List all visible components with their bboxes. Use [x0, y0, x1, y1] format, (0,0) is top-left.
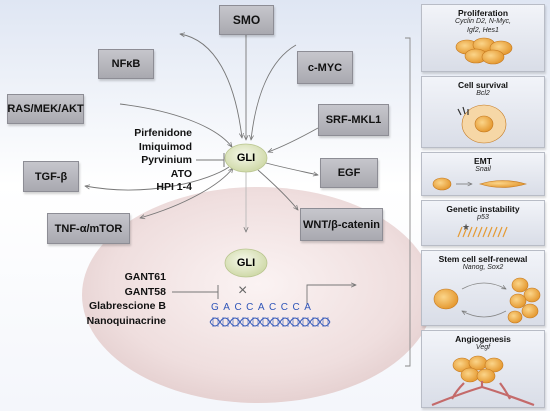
ras-mek-akt-box: RAS/MEK/AKT — [7, 94, 84, 124]
smo-box: SMO — [219, 5, 274, 35]
outcome-title: Proliferation — [457, 8, 509, 18]
arrow-nfkb-gli — [180, 34, 242, 138]
upstream-inhibitor-item: HPI 1-4 — [156, 181, 192, 193]
arrow-ras-gli — [119, 103, 232, 147]
outcome-genes: Vegf — [475, 344, 491, 351]
proliferation-cells-illustration — [455, 37, 513, 65]
upstream-inhibitor-item: Pyrvinium — [141, 154, 192, 166]
inhibition-cross: × — [238, 282, 248, 299]
wnt-catenin-box: WNT/β-catenin — [300, 208, 383, 241]
tgfb-box: TGF-β — [23, 161, 79, 192]
outcome-title: Angiogenesis — [455, 334, 511, 344]
cell-survival-illustration — [457, 104, 507, 143]
emt-illustration — [432, 177, 528, 190]
outcome-genes: Cyclin D2, N-Myc, — [454, 18, 511, 25]
outcome-title: Genetic instability — [446, 204, 520, 214]
outcome-panel-stem-cell-self-renewal: Stem cell self-renewal Nanog, Sox2 — [421, 250, 545, 326]
egf-box: EGF — [320, 158, 378, 188]
gli-nucleus-node — [224, 248, 268, 278]
angiogenesis-illustration — [431, 355, 535, 406]
upstream-inhibitor-item: ATO — [170, 167, 192, 180]
genetic-instability-illustration: ★ — [457, 223, 508, 237]
upstream-inhibitor-list: Pirfenidone Imiquimod Pyrvinium ATO HPI … — [92, 127, 192, 195]
outcome-genes: Snail — [475, 166, 491, 173]
outcome-genes: p53 — [477, 214, 489, 221]
nuclear-inhibitor-item: Glabrescione B — [88, 300, 166, 312]
gli-nucleus-label: GLI — [236, 257, 256, 269]
nfkb-box: NFκB — [98, 49, 154, 79]
gli-cytoplasm-node — [224, 143, 268, 173]
arrow-egf-gli — [265, 162, 318, 175]
tnf-mtor-box: TNF-α/mTOR — [47, 213, 130, 244]
outcome-genes: Bcl2 — [476, 90, 490, 97]
upstream-inhibitor-item: Imiquimod — [138, 140, 192, 153]
outcome-title: Cell survival — [457, 80, 509, 90]
transcription-arrow — [306, 285, 356, 305]
outcome-panel-emt: EMT Snail — [421, 152, 545, 196]
upstream-inhibition-line — [196, 153, 225, 167]
outcome-title: EMT — [474, 156, 492, 166]
nuclear-inhibitor-list: GANT61 GANT58 Glabrescione B Nanoquinacr… — [66, 270, 166, 328]
nuclear-inhibitor-item: GANT61 — [124, 271, 166, 283]
nuclear-inhibition-line — [172, 285, 219, 299]
nuclear-inhibitor-item: GANT58 — [124, 285, 166, 298]
svg-text:★: ★ — [462, 223, 470, 233]
outcome-title: Stem cell self-renewal — [438, 254, 528, 264]
outcome-panel-angiogenesis: Angiogenesis Vegf — [421, 330, 545, 408]
arrow-cmyc-gli — [251, 44, 297, 140]
srf-mkl1-box: SRF-MKL1 — [318, 104, 389, 136]
nuclear-inhibitor-item: Nanoquinacrine — [86, 314, 166, 327]
outcome-genes: Nanog, Sox2 — [462, 264, 504, 271]
stem-cell-illustration — [433, 277, 541, 323]
upstream-inhibitor-item: Pirfenidone — [134, 127, 192, 139]
cmyc-box: c-MYC — [297, 51, 353, 84]
outcome-bracket — [405, 37, 411, 367]
outcome-panel-genetic-instability: Genetic instability p53 ★ — [421, 200, 545, 246]
outcome-panel-proliferation: Proliferation Cyclin D2, N-Myc, Igf2, He… — [421, 4, 545, 72]
dna-helix — [209, 317, 331, 327]
nucleus — [82, 187, 434, 403]
arrow-gli-wnt — [257, 169, 298, 210]
dna-sequence: GACCACCCA — [211, 302, 316, 313]
outcome-genes: Igf2, Hes1 — [467, 26, 499, 34]
gli-cytoplasm-label: GLI — [236, 152, 256, 164]
arrow-tnf-gli — [140, 168, 233, 218]
outcome-panel-cell-survival: Cell survival Bcl2 — [421, 76, 545, 148]
arrow-srf-gli — [268, 127, 319, 152]
